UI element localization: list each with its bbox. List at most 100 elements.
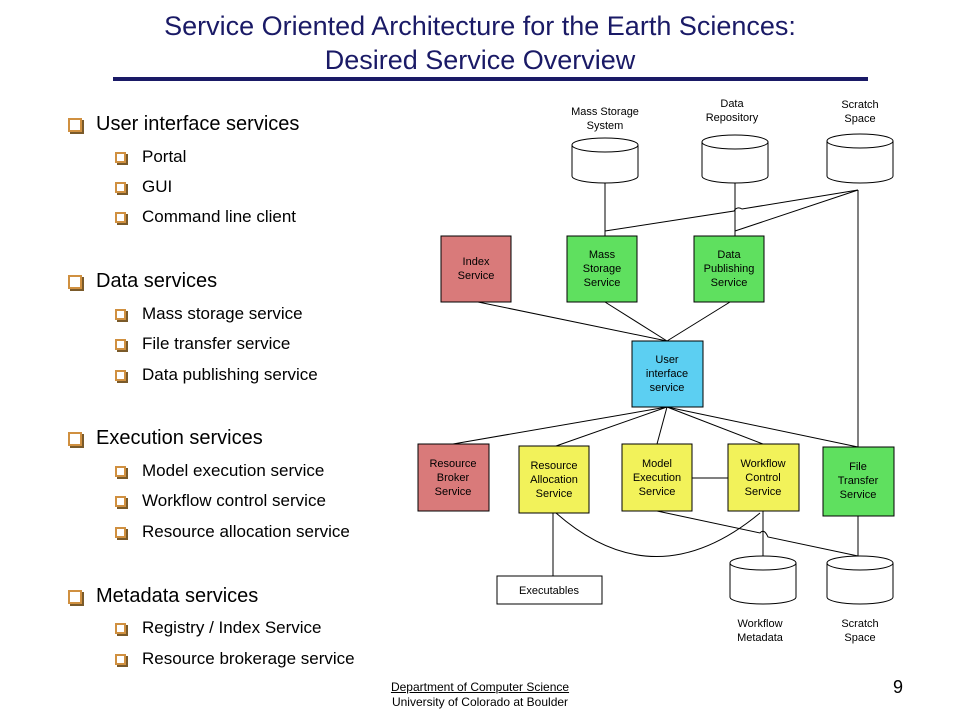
service-label-line: Mass [589, 249, 616, 261]
service-label-line: Publishing [704, 263, 755, 275]
connector-scratch-to-publishing [734, 189, 859, 232]
service-label-line: User [655, 354, 679, 366]
service-label-line: interface [646, 368, 688, 380]
outline-subitem-gui: GUI [0, 177, 172, 197]
service-label-line: Workflow [740, 458, 785, 470]
outline-item-label: Metadata services [96, 585, 259, 607]
service-box [566, 235, 638, 303]
service-label-line: Transfer [838, 475, 879, 487]
cylinder-top [826, 133, 894, 149]
service-label-line: Service [711, 277, 748, 289]
storage-mass-storage-system: Mass Storage System [571, 106, 639, 184]
service-box [417, 443, 490, 512]
cylinder-top [826, 555, 894, 571]
executables-label: Executables [519, 585, 579, 597]
service-label-line: Service [435, 486, 472, 498]
outline-item-label: User interface services [96, 113, 300, 135]
storage-label-line: Repository [706, 112, 759, 124]
outline-subitem-label: File transfer service [142, 334, 291, 353]
outline-subitem-label: Registry / Index Service [142, 618, 322, 637]
service-label-line: Service [745, 486, 782, 498]
service-mass-storage: Mass Storage Service [566, 235, 638, 303]
connector-ui-to-workflow [666, 406, 764, 445]
footer-university: University of Colorado at Boulder [391, 695, 569, 709]
checkbox-bullet-icon [115, 622, 126, 634]
page-number: 9 [893, 677, 904, 697]
storage-label-line: Scratch [841, 99, 878, 111]
checkbox-bullet-icon [115, 369, 126, 381]
outline-subitem-resource-brokerage-service: Resource brokerage service [0, 649, 355, 669]
checkbox-bullet-icon [115, 211, 126, 223]
outline-subitem-model-execution-service: Model execution service [0, 461, 324, 481]
cylinder-top [729, 555, 797, 571]
storage-label-line: System [587, 120, 624, 132]
outline-subitem-data-publishing-service: Data publishing service [0, 365, 318, 385]
service-label-line: Allocation [530, 474, 578, 486]
outline-subitem-label: Model execution service [142, 461, 325, 480]
executables-box: Executables [496, 575, 603, 605]
service-box [822, 446, 895, 517]
storage-label-line: Data [720, 98, 744, 110]
service-model-execution: Model Execution Service [621, 443, 693, 512]
outline-subitem-label: Resource brokerage service [142, 649, 355, 668]
service-box [693, 235, 765, 303]
storage-label-line: Space [844, 632, 875, 644]
executables-rect [496, 575, 603, 605]
service-label-line: File [849, 461, 867, 473]
connector-allocation-curve [555, 512, 761, 557]
connector-scratch-to-mass-storage [604, 189, 859, 232]
checkbox-bullet-icon [115, 653, 126, 665]
department-link[interactable]: Department of Computer Science [390, 680, 570, 694]
service-label-line: Index [463, 256, 490, 268]
checkbox-bullet-icon [115, 151, 126, 163]
service-file-transfer: File Transfer Service [822, 446, 895, 517]
service-resource-allocation: Resource Allocation Service [518, 445, 590, 514]
service-label-line: Data [717, 249, 741, 261]
outline-subitem-label: Resource allocation service [142, 522, 350, 541]
cylinder-top [571, 137, 639, 153]
outline-subitem-label: Command line client [142, 207, 297, 226]
checkbox-bullet-icon [115, 338, 126, 350]
title-underline [113, 77, 868, 81]
outline-item-data-services: Data services [0, 270, 217, 293]
outline-subitem-label: GUI [142, 177, 173, 196]
outline-item-execution-services: Execution services [0, 427, 263, 450]
cylinder-body [826, 563, 894, 605]
service-label-line: Service [458, 270, 495, 282]
service-resource-broker: Resource Broker Service [417, 443, 490, 512]
connector-ui-to-model [656, 406, 668, 445]
cylinder-top [701, 134, 769, 150]
slide-title-line-2: Desired Service Overview [324, 45, 636, 75]
service-box [440, 235, 512, 303]
outline-item-metadata-services: Metadata services [0, 585, 258, 608]
connector-ui-to-allocation [555, 406, 668, 447]
outline-subitem-mass-storage-service: Mass storage service [0, 304, 303, 324]
service-label-line: Control [745, 472, 780, 484]
connector-mass-to-ui [604, 301, 668, 342]
service-label-line: Model [642, 458, 672, 470]
storage-scratch-space-bottom: Scratch Space [826, 555, 894, 644]
connector-model-to-scratch [656, 510, 859, 557]
connector-ui-to-file-transfer [666, 406, 859, 448]
cylinder-body [701, 142, 769, 184]
outline-subitem-resource-allocation-service: Resource allocation service [0, 522, 350, 542]
service-label-line: service [650, 382, 685, 394]
service-label-line: Storage [583, 263, 622, 275]
outline-subitem-label: Workflow control service [142, 491, 326, 510]
outline-subitem-registry-index-service: Registry / Index Service [0, 618, 322, 638]
storage-label-line: Space [844, 113, 875, 125]
footer-department[interactable]: Department of Computer Science [0, 680, 960, 694]
service-box [518, 445, 590, 514]
outline-subitem-file-transfer-service: File transfer service [0, 334, 290, 354]
service-index: Index Service [440, 235, 512, 303]
service-box [631, 340, 704, 408]
service-data-publishing: Data Publishing Service [693, 235, 765, 303]
connector-ui-to-broker [452, 406, 668, 445]
storage-label-line: Metadata [737, 632, 784, 644]
storage-label-line: Scratch [841, 618, 878, 630]
cylinder-body [571, 145, 639, 184]
checkbox-bullet-icon [115, 181, 126, 193]
storage-workflow-metadata: Workflow Metadata [729, 555, 797, 644]
connector-index-to-ui [477, 301, 668, 342]
